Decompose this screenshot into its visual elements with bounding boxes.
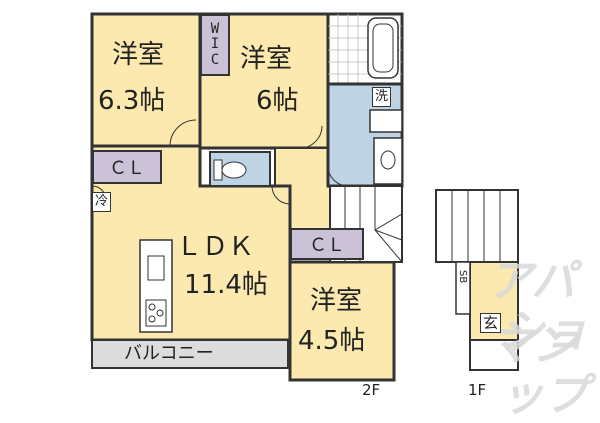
toilet-tank [213,159,223,181]
entrance-label: 玄 [480,313,502,333]
western-room-2-size: 6帖 [256,86,299,116]
western-room-1-floor [90,12,202,148]
kitchen-sink [147,255,165,281]
watermark-line2: ショップ [500,306,588,421]
western-room-1-name: 洋室 [112,40,165,70]
closet-1: ＣＬ [92,150,162,184]
shoe-box-label: SB [457,270,468,284]
ldk-size: 11.4帖 [184,270,268,300]
western-room-3-floor [288,260,396,382]
burner-3 [148,315,156,323]
walk-in-closet: WIC [200,14,230,76]
vanity-sink [380,150,396,170]
ldk-name: ＬＤＫ [176,232,255,262]
western-room-3-size: 4.5帖 [298,326,366,356]
washer-space [369,109,403,133]
fridge-label: 冷 [92,192,112,212]
floor-plan [90,12,519,382]
balcony-label: バルコニー [124,343,214,364]
closet-2: ＣＬ [290,228,364,260]
toilet-bowl [221,161,247,179]
western-room-1-size: 6.3帖 [98,86,166,116]
floor-label-1f: 1F [468,381,487,399]
entrance-floor [469,339,519,371]
stairs-1f-steps [451,190,501,262]
vanity-counter [373,137,403,185]
washer-label: 洗 [372,87,392,107]
bathtub-inner [372,23,394,73]
western-room-2-name: 洋室 [240,44,293,74]
western-room-3-name: 洋室 [310,286,363,316]
floor-label-2f: 2F [362,381,381,399]
watermark-line1: アパマン [488,256,576,371]
balcony-floor [91,339,289,369]
door-swings [91,119,349,205]
burner-2 [156,309,164,317]
burner-1 [148,303,156,311]
shoe-box [455,261,471,315]
stove [145,299,167,327]
stairs-1f [435,189,519,263]
